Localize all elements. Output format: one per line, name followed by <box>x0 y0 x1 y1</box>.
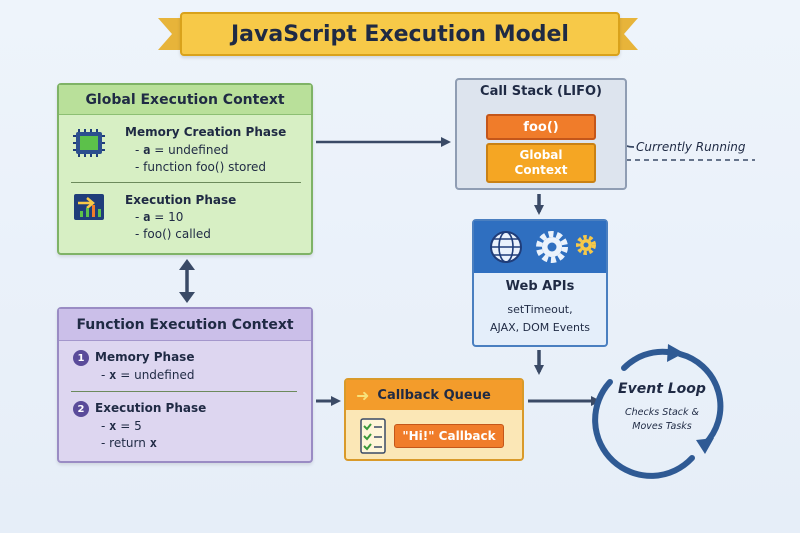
function-phase-divider <box>71 391 297 392</box>
memory-phase-line-2: - function foo() stored <box>135 160 267 174</box>
function-memory-line-1: - x = undefined <box>101 368 195 382</box>
function-execution-phase-heading: Execution Phase <box>95 401 207 415</box>
callback-queue-header: ➜ Callback Queue <box>346 380 522 410</box>
arrow-right-icon: ➜ <box>356 385 370 405</box>
web-apis-title: Web APIs <box>505 279 575 294</box>
function-context-title: Function Execution Context <box>59 309 311 341</box>
arrow-global-function-link <box>179 259 195 303</box>
web-apis-icon-band <box>474 221 606 273</box>
step-number-badge-2: 2 <box>73 401 89 417</box>
callback-queue: ➜ Callback Queue "Hi!" Callback <box>344 378 524 461</box>
memory-phase-line-1: - a = undefined <box>135 143 229 157</box>
event-loop-title: Event Loop <box>618 381 706 397</box>
function-execution-line-1: - x = 5 <box>101 419 142 433</box>
event-loop-line-2: Moves Tasks <box>632 421 692 432</box>
web-apis-line-2: AJAX, DOM Events <box>490 321 590 334</box>
execution-phase-line-2: - foo() called <box>135 227 211 241</box>
function-execution-line-2: - return x <box>101 436 157 450</box>
callback-item-hi: "Hi!" Callback <box>394 424 504 448</box>
web-apis-line-1: setTimeout, <box>507 303 573 316</box>
gear-icon <box>536 231 568 263</box>
page-title: JavaScript Execution Model <box>231 21 569 47</box>
function-memory-phase-heading: Memory Phase <box>95 350 195 364</box>
global-context-title: Global Execution Context <box>59 85 311 115</box>
gear-small-icon <box>576 235 596 255</box>
execution-phase-line-1: - a = 10 <box>135 210 184 224</box>
function-execution-context: Function Execution Context 1 Memory Phas… <box>57 307 313 463</box>
call-stack-title: Call Stack (LIFO) <box>480 84 602 99</box>
cpu-chip-icon <box>73 129 105 157</box>
title-banner: JavaScript Execution Model <box>180 12 620 56</box>
callback-queue-title: Callback Queue <box>377 387 491 403</box>
memory-phase-heading: Memory Creation Phase <box>125 125 287 139</box>
checklist-icon <box>360 418 386 454</box>
execution-chart-icon <box>74 194 104 220</box>
execution-phase-heading: Execution Phase <box>125 193 237 207</box>
phase-divider <box>71 182 301 183</box>
globe-icon <box>490 231 522 263</box>
web-apis: Web APIs setTimeout, AJAX, DOM Events <box>472 219 608 347</box>
currently-running-label: Currently Running <box>636 140 746 154</box>
event-loop-line-1: Checks Stack & <box>625 407 699 418</box>
global-execution-context: Global Execution Context Memory Creation… <box>57 83 313 255</box>
stack-frame-foo: foo() <box>486 114 596 140</box>
step-number-badge-1: 1 <box>73 350 89 366</box>
